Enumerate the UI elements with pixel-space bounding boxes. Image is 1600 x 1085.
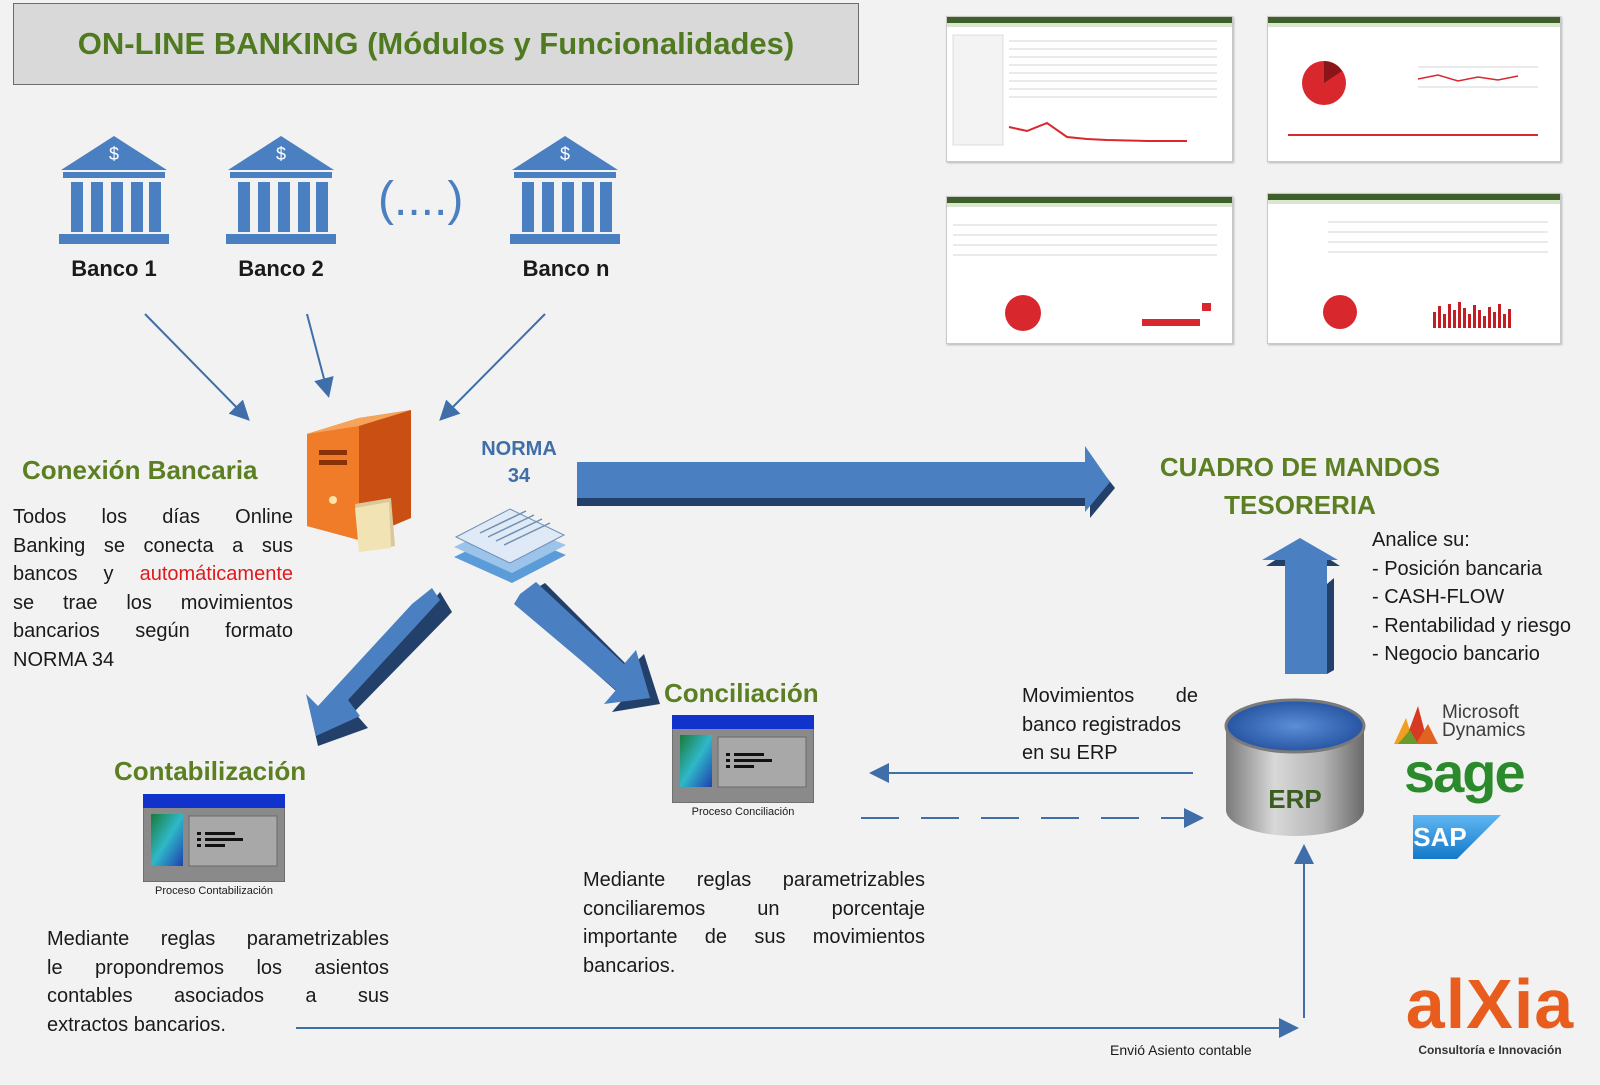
bank-label: Banco 2 bbox=[238, 256, 324, 281]
page-title: ON-LINE BANKING (Módulos y Funcionalidad… bbox=[77, 26, 795, 61]
analice-item: - Rentabilidad y riesgo bbox=[1372, 614, 1571, 637]
conciliacion-text: Mediante reglas parametrizables concilia… bbox=[583, 866, 925, 980]
conciliacion-line: importante de sus movimientos bbox=[583, 926, 925, 948]
banks-ellipsis: (....) bbox=[378, 173, 464, 226]
dashboard-histogram-icon bbox=[1323, 221, 1548, 329]
to-contabilizacion-arrow bbox=[306, 588, 452, 746]
sap-logo: SAP bbox=[1413, 815, 1501, 859]
bank-dollar-symbol: $ bbox=[560, 144, 570, 164]
contabilizacion-caption: Proceso Contabilización bbox=[154, 885, 273, 897]
dashboard-thumbnail-3 bbox=[946, 196, 1233, 344]
bank2-to-server-arrow bbox=[306, 313, 334, 398]
documents-stack-icon bbox=[454, 508, 566, 583]
dashboard-thumbnail-2 bbox=[1267, 16, 1561, 162]
to-conciliacion-arrow bbox=[514, 582, 660, 712]
bank-dollar-symbol: $ bbox=[276, 144, 286, 164]
dynamics-text: Dynamics bbox=[1442, 720, 1526, 741]
contabilizacion-line: Mediante reglas parametrizables bbox=[47, 928, 389, 950]
norma-label-line1: NORMA bbox=[481, 438, 557, 460]
conexion-line: Todos los días Online bbox=[13, 506, 293, 528]
dashboard-thumbnail-4 bbox=[1267, 193, 1561, 344]
erp-database-icon: ERP bbox=[1224, 698, 1366, 836]
alxia-logo: alXia Consultoría e Innovación bbox=[1385, 965, 1595, 1057]
microsoft-text: Microsoft bbox=[1442, 702, 1520, 723]
norma-label: NORMA 34 bbox=[472, 436, 566, 490]
conexion-line: Banking se conecta a sus bbox=[13, 534, 293, 557]
dashboard-table-chart-icon bbox=[952, 34, 1217, 146]
conexion-heading: Conexión Bancaria bbox=[22, 455, 258, 485]
envio-label: Envió Asiento contable bbox=[1110, 1042, 1252, 1058]
conexion-line: bancarios según formato bbox=[13, 620, 293, 642]
dynamics-icon bbox=[1394, 706, 1438, 744]
alxia-name: alXia bbox=[1405, 965, 1575, 1043]
cuadro-heading-line1: CUADRO DE MANDOS bbox=[1159, 452, 1441, 482]
cuadro-heading-line2: TESORERIA bbox=[1224, 490, 1376, 520]
conexion-line: se trae los movimientos bbox=[13, 591, 293, 614]
erp-label: ERP bbox=[1268, 784, 1321, 814]
contabilizacion-heading: Contabilización bbox=[114, 756, 307, 786]
conciliacion-line: Mediante reglas parametrizables bbox=[583, 869, 925, 891]
conexion-line: NORMA 34 bbox=[13, 648, 115, 671]
bank-label: Banco n bbox=[522, 256, 610, 281]
norma-label-line2: 34 bbox=[507, 465, 531, 487]
conciliacion-line: bancarios. bbox=[583, 954, 676, 977]
bank-label: Banco 1 bbox=[71, 256, 157, 281]
movimientos-line: banco registrados bbox=[1022, 713, 1181, 736]
conciliacion-caption: Proceso Conciliación bbox=[691, 806, 795, 818]
highlight-automaticamente: automáticamente bbox=[139, 563, 293, 585]
conciliacion-heading: Conciliación bbox=[664, 678, 819, 708]
bank-icon: $ bbox=[510, 136, 620, 244]
bank1-to-server-arrow bbox=[144, 313, 250, 421]
analice-list: Analice su: - Posición bancaria - CASH-F… bbox=[1372, 526, 1571, 669]
analice-item: - Posición bancaria bbox=[1372, 557, 1543, 580]
cuadro-heading: CUADRO DE MANDOS TESORERIA bbox=[1140, 448, 1460, 524]
contabilizacion-line: le propondremos los asientos bbox=[47, 956, 389, 979]
conexion-text: Todos los días Online Banking se conecta… bbox=[13, 503, 293, 674]
analice-intro: Analice su: bbox=[1372, 529, 1470, 551]
conciliacion-line: conciliaremos un porcentaje bbox=[583, 897, 925, 920]
dashboard-pie-chart-icon bbox=[1288, 61, 1538, 136]
bank-icon: $ bbox=[59, 136, 169, 244]
alxia-tagline: Consultoría e Innovación bbox=[1418, 1043, 1562, 1057]
movimientos-text: Movimientos de banco registrados en su E… bbox=[1022, 682, 1198, 768]
sap-text: SAP bbox=[1413, 822, 1466, 852]
bankn-to-server-arrow bbox=[439, 313, 546, 421]
microsoft-dynamics-logo: Microsoft Dynamics bbox=[1392, 698, 1526, 746]
contabilizacion-line: extractos bancarios. bbox=[47, 1013, 226, 1036]
process-window-icon bbox=[672, 715, 814, 803]
analice-item: - Negocio bancario bbox=[1372, 643, 1540, 665]
contabilizacion-text: Mediante reglas parametrizables le propo… bbox=[47, 925, 389, 1039]
server-icon bbox=[307, 410, 411, 552]
norma-to-dashboard-arrow bbox=[577, 446, 1115, 518]
conexion-line: bancos y automáticamente bbox=[13, 560, 293, 589]
contabilizacion-line: contables asociados a sus bbox=[47, 985, 389, 1007]
conexion-line-prefix: bancos y bbox=[13, 563, 140, 585]
bank-dollar-symbol: $ bbox=[109, 144, 119, 164]
process-window-icon bbox=[143, 794, 285, 882]
movimientos-line: en su ERP bbox=[1022, 742, 1118, 764]
analice-item: - CASH-FLOW bbox=[1372, 586, 1505, 608]
erp-to-dashboard-arrow bbox=[1262, 538, 1340, 674]
bank-icon: $ bbox=[226, 136, 336, 244]
movimientos-line: Movimientos de bbox=[1022, 685, 1198, 707]
dashboard-thumbnail-1 bbox=[946, 16, 1233, 162]
dashboard-bar-chart-icon bbox=[953, 224, 1217, 331]
title-box: ON-LINE BANKING (Módulos y Funcionalidad… bbox=[13, 3, 859, 85]
sage-logo: sage bbox=[1404, 741, 1526, 804]
